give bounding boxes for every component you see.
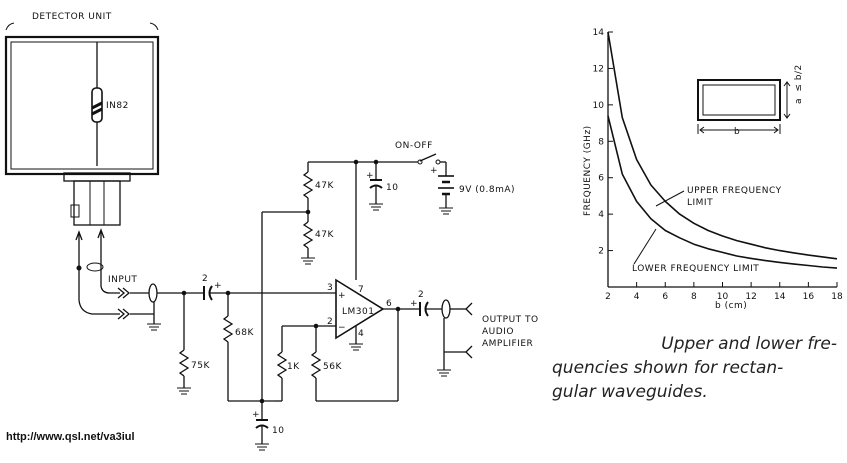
- opamp-plus: +: [338, 291, 346, 301]
- figure-caption: Upper and lower fre- quencies shown for …: [552, 332, 837, 404]
- x-axis-label: b (cm): [715, 301, 747, 311]
- opamp-lm301: [335, 278, 385, 340]
- x-tick-label: 18: [831, 292, 843, 302]
- x-tick-label: 6: [662, 292, 668, 302]
- c-in-label: 2: [202, 274, 208, 284]
- upper-annotation-leader: [655, 190, 685, 207]
- c-in-plus: +: [214, 281, 222, 291]
- x-ticks: 2 4 6 8 10 12 14 16 18: [605, 282, 843, 302]
- pin-7: 7: [358, 285, 364, 295]
- detector-unit-label: DETECTOR UNIT: [32, 12, 112, 22]
- input-cable: INPUT: [75, 228, 161, 331]
- diode-label: IN82: [106, 101, 129, 111]
- inset-a-label: a: [794, 98, 804, 104]
- amplifier-circuit: 2 + 75K 68K + 10 47K 4 7: [157, 141, 542, 451]
- pin-4: 4: [358, 329, 364, 339]
- inset-ratio-label: a ≤ b/2: [794, 64, 804, 104]
- waveguide-inner: [10, 41, 154, 170]
- waveguide-outer: [4, 35, 160, 176]
- opamp-label: LM301: [342, 307, 374, 317]
- x-tick-label: 2: [605, 292, 611, 302]
- r-68k-label: 68K: [235, 328, 254, 338]
- c-out-plus: +: [410, 299, 418, 309]
- input-label: INPUT: [108, 275, 137, 285]
- x-tick-label: 8: [691, 292, 697, 302]
- pin-6: 6: [386, 299, 392, 309]
- r-47k-top-label: 47K: [315, 181, 334, 191]
- caption-line-3: gular waveguides.: [552, 382, 708, 402]
- r-1k-label: 1K: [287, 362, 300, 372]
- x-tick-label: 4: [634, 292, 640, 302]
- output-line-2: AUDIO: [482, 327, 514, 337]
- y-tick-label: 2: [598, 247, 604, 257]
- frequency-chart: 2 4 6 8 10 12 14 2 4 6 8 10 12 14 16 18 FREQUENCY (GHz…: [583, 28, 843, 311]
- y-tick-label: 8: [598, 137, 604, 147]
- inset-ratio-value: ≤ b/2: [794, 64, 804, 91]
- upper-annotation-line2: LIMIT: [687, 198, 713, 208]
- lower-frequency-curve: [607, 115, 838, 269]
- y-ticks: 2 4 6 8 10 12 14: [593, 28, 613, 257]
- c-bottom-label: 10: [272, 426, 284, 436]
- output-label: OUTPUT TO AUDIO AMPLIFIER: [482, 315, 542, 349]
- x-tick-label: 14: [774, 292, 786, 302]
- bnc-connector: [73, 180, 121, 226]
- lower-annotation: LOWER FREQUENCY LIMIT: [632, 264, 759, 274]
- y-tick-label: 12: [593, 64, 604, 74]
- c-supply-label: 10: [386, 183, 398, 193]
- caption-line-1: Upper and lower fre-: [661, 334, 837, 354]
- x-tick-label: 10: [717, 292, 729, 302]
- output-line-1: OUTPUT TO: [482, 315, 539, 325]
- battery-label: 9V (0.8mA): [459, 185, 515, 195]
- upper-frequency-curve: [607, 31, 838, 260]
- caption-line-2: quencies shown for rectan-: [552, 358, 784, 378]
- c-supply-plus: +: [366, 171, 374, 181]
- output-line-3: AMPLIFIER: [482, 339, 533, 349]
- y-tick-label: 14: [593, 28, 605, 38]
- y-tick-label: 6: [598, 174, 604, 184]
- battery-plus: +: [430, 166, 438, 176]
- r-47k-bottom-label: 47K: [315, 230, 334, 240]
- inset-b-label: b: [734, 127, 740, 137]
- pin-2: 2: [327, 317, 333, 327]
- on-off-label: ON-OFF: [395, 141, 433, 151]
- source-url: http://www.qsl.net/va3iul: [6, 431, 135, 443]
- y-axis-label: FREQUENCY (GHz): [583, 125, 593, 216]
- x-tick-label: 12: [745, 292, 756, 302]
- x-tick-label: 16: [803, 292, 815, 302]
- y-tick-label: 4: [598, 210, 604, 220]
- curves: [607, 31, 838, 269]
- r-56k-label: 56K: [323, 362, 342, 372]
- detector-unit: DETECTOR UNIT IN82: [4, 12, 160, 226]
- lower-annotation-leader: [633, 228, 657, 265]
- c-out-label: 2: [418, 290, 424, 300]
- upper-annotation-line1: UPPER FREQUENCY: [687, 186, 782, 196]
- c-bottom-plus: +: [252, 410, 260, 420]
- opamp-minus: −: [338, 323, 346, 333]
- waveguide-cross-section: b a ≤ b/2: [697, 64, 804, 137]
- y-tick-label: 10: [593, 101, 605, 111]
- pin-3: 3: [327, 283, 333, 293]
- r-75k-label: 75K: [191, 361, 210, 371]
